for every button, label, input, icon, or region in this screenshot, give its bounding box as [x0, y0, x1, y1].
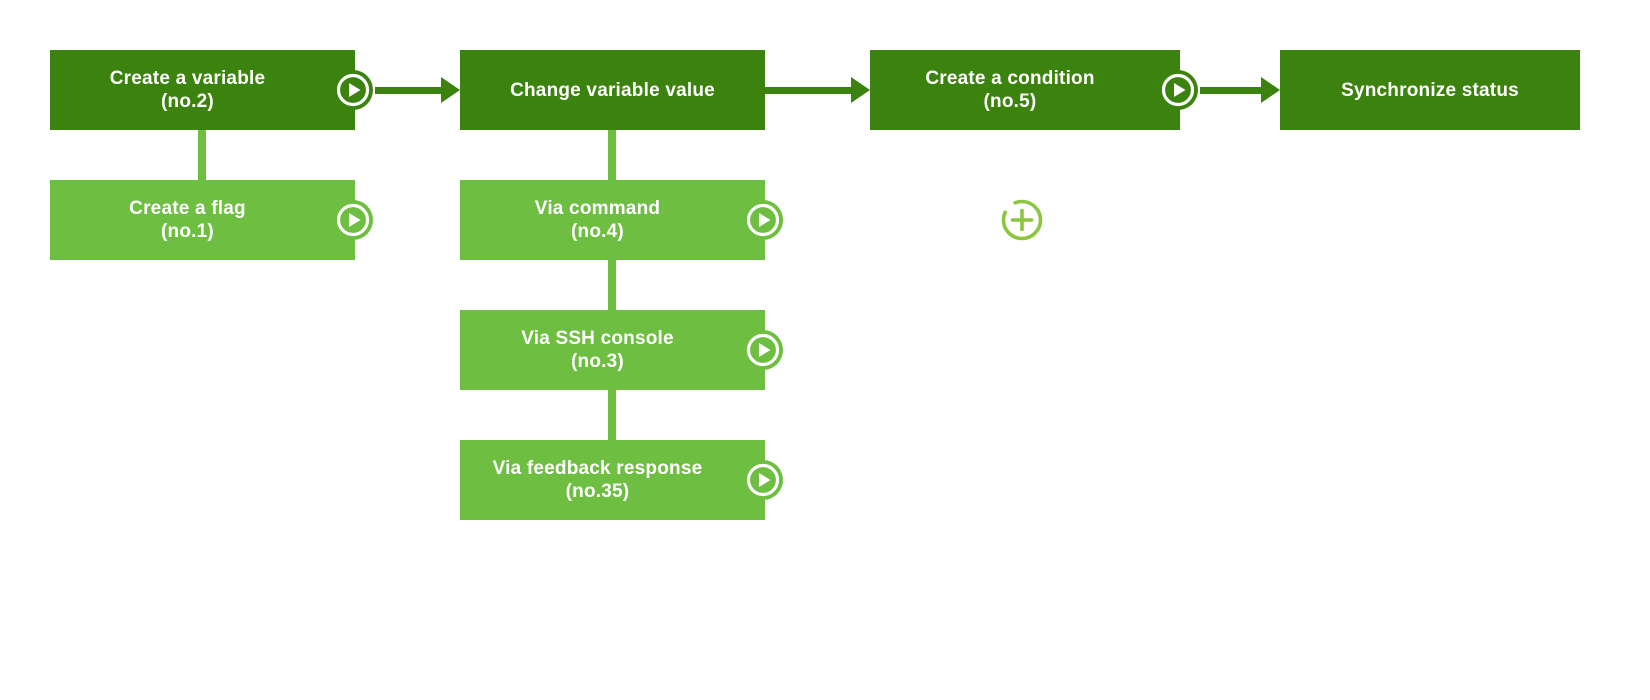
flow-arrow [375, 77, 460, 103]
add-step-button[interactable] [998, 196, 1046, 244]
arrow-shaft [765, 86, 851, 94]
play-icon[interactable] [742, 459, 784, 501]
node-label: Via command (no.4) [535, 197, 690, 243]
arrow-head-icon [441, 77, 460, 103]
play-icon[interactable] [332, 199, 374, 241]
add-icon [1001, 199, 1043, 241]
node-via-ssh-console[interactable]: Via SSH console (no.3) [460, 310, 783, 390]
node-label: Create a condition (no.5) [925, 67, 1124, 113]
arrow-head-icon [851, 77, 870, 103]
node-via-feedback-response[interactable]: Via feedback response (no.35) [460, 440, 783, 520]
node-subtitle: (no.3) [571, 351, 624, 372]
connector-line [608, 390, 616, 440]
node-label: Via SSH console (no.3) [521, 327, 704, 373]
node-title: Via SSH console [521, 328, 674, 349]
flow-arrow [1200, 77, 1280, 103]
play-icon[interactable] [1157, 69, 1199, 111]
node-subtitle: (no.4) [571, 221, 624, 242]
node-create-condition[interactable]: Create a condition (no.5) [870, 50, 1198, 130]
node-create-variable[interactable]: Create a variable (no.2) [50, 50, 373, 130]
connector-line [198, 130, 206, 180]
play-icon[interactable] [742, 199, 784, 241]
node-subtitle: (no.35) [565, 481, 630, 502]
arrow-head-icon [1261, 77, 1280, 103]
node-subtitle: (no.1) [161, 221, 214, 242]
node-change-variable-value[interactable]: Change variable value [460, 50, 765, 130]
node-title: Change variable value [510, 79, 715, 101]
node-label: Change variable value [510, 79, 715, 102]
arrow-shaft [1200, 86, 1261, 94]
node-label: Create a flag (no.1) [129, 197, 276, 243]
connector-line [608, 260, 616, 310]
connector-line [608, 130, 616, 180]
node-title: Create a flag [129, 198, 246, 219]
node-subtitle: (no.2) [161, 91, 214, 112]
flow-arrow [765, 77, 870, 103]
node-subtitle: (no.5) [983, 91, 1037, 112]
node-title: Create a variable [109, 68, 266, 89]
arrow-shaft [375, 86, 441, 94]
play-icon[interactable] [332, 69, 374, 111]
node-via-command[interactable]: Via command (no.4) [460, 180, 783, 260]
play-icon[interactable] [742, 329, 784, 371]
node-title: Via command [534, 198, 661, 219]
node-label: Synchronize status [1341, 79, 1519, 102]
node-synchronize-status[interactable]: Synchronize status [1280, 50, 1580, 130]
node-title: Via feedback response [492, 458, 703, 479]
node-label: Via feedback response (no.35) [493, 457, 733, 503]
node-title: Synchronize status [1341, 79, 1519, 101]
node-create-flag[interactable]: Create a flag (no.1) [50, 180, 373, 260]
node-label: Create a variable (no.2) [110, 67, 296, 113]
node-title: Create a condition [925, 68, 1095, 89]
